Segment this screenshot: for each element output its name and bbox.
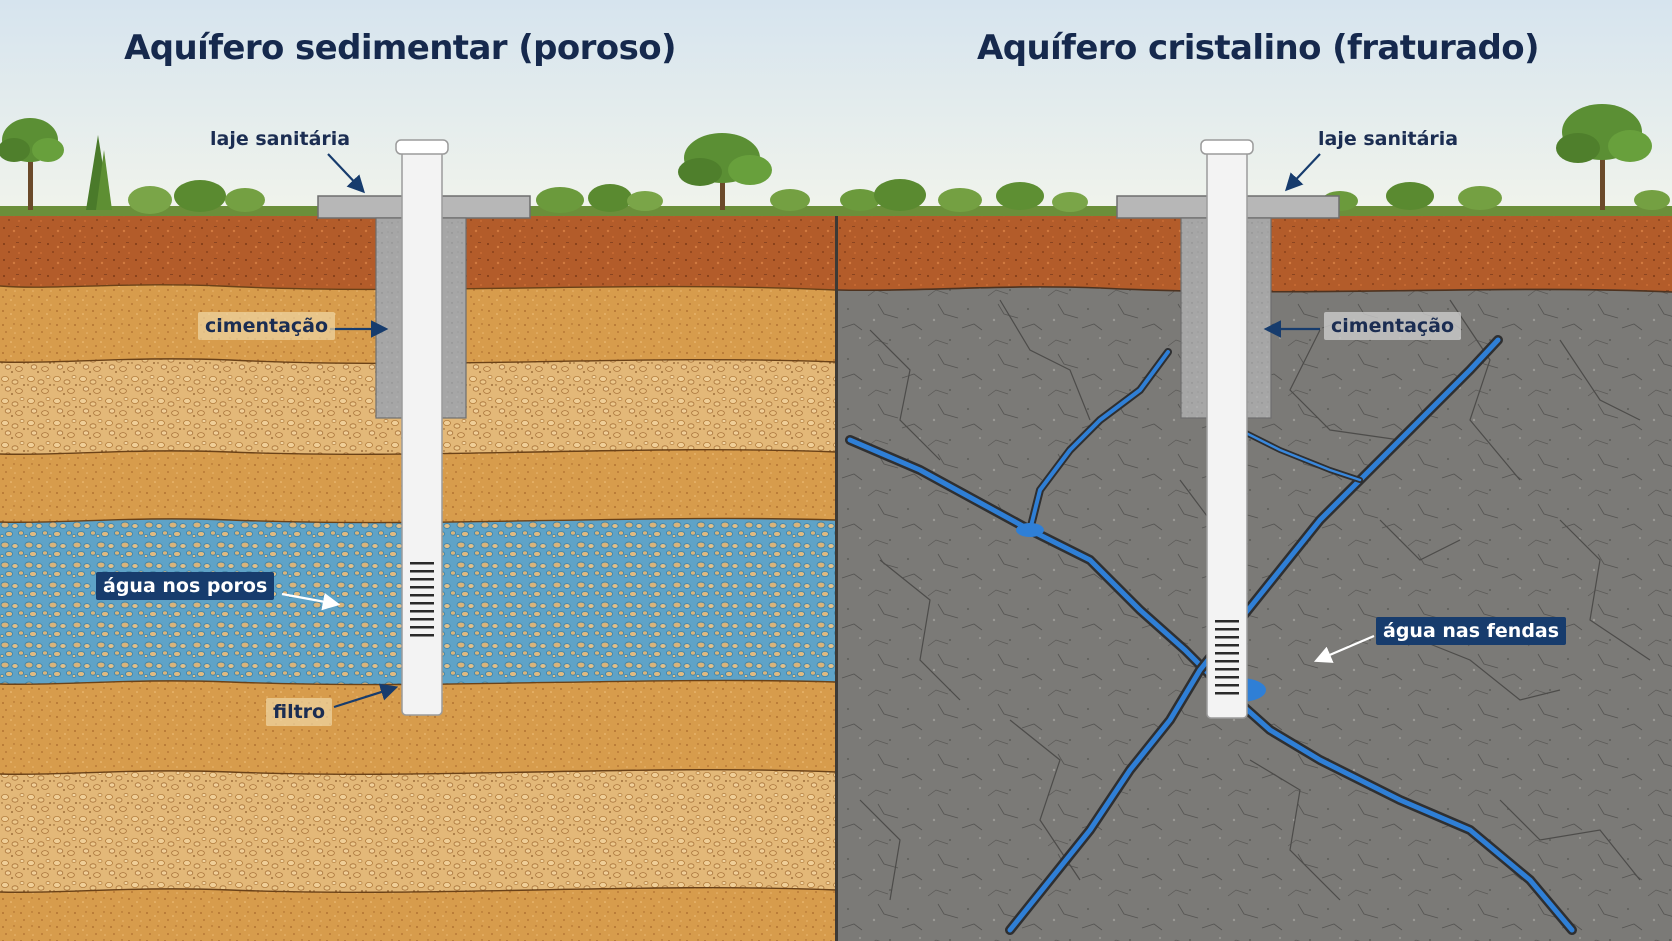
left-well [317,139,531,716]
left-casing [401,149,443,716]
grass-strip [0,206,1672,216]
callout-arrows [281,153,1375,709]
right-filter-slots [1215,620,1239,695]
panel-divider [835,214,838,941]
right-panel-title: Aquífero cristalino (fraturado) [977,28,1539,68]
arrow-left-slab [327,153,366,194]
rock-cracks [859,299,1651,901]
left-filter-slots [410,562,434,637]
right-casing-cap [1200,139,1254,155]
vegetation-right [840,104,1670,212]
left-label-filter: filtro [266,698,333,726]
left-label-pore-water: água nos poros [96,572,275,600]
left-label-sanitary-slab: laje sanitária [210,128,351,150]
arrow-left-water [281,592,341,611]
right-label-fracture-water: água nas fendas [1376,617,1567,645]
arrow-right-slab [1284,153,1321,192]
left-gravel-layer-2 [0,769,836,893]
arrow-left-filter [333,683,399,709]
vegetation-left [0,118,810,214]
water-fractures [845,335,1577,935]
arrow-right-water [1313,634,1375,663]
left-casing-cap [395,139,449,155]
left-sand-layer-3 [0,680,836,775]
sky [0,0,1672,215]
right-label-cementation: cimentação [1324,312,1462,340]
left-label-cementation: cimentação [198,312,336,340]
left-panel-title: Aquífero sedimentar (poroso) [124,28,676,68]
right-well [1116,139,1340,719]
right-casing [1206,149,1248,719]
right-label-sanitary-slab: laje sanitária [1318,128,1459,150]
left-sand-layer-4 [0,887,836,941]
